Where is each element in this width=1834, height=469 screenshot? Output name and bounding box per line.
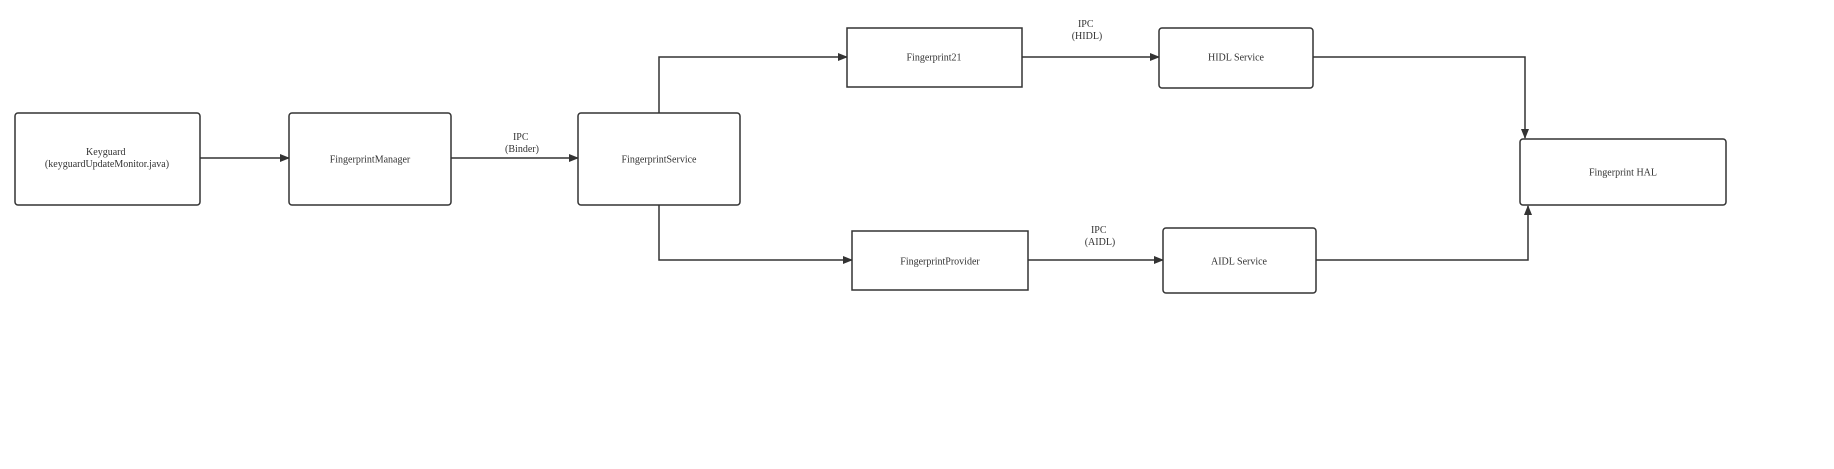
edge-label-hidl-line2: (HIDL) xyxy=(1072,31,1103,42)
edge-hidl-to-hal xyxy=(1313,56,1529,139)
edge-label-binder-line2: (Binder) xyxy=(505,144,539,155)
edge-service-to-fingerprint21 xyxy=(658,53,848,113)
node-fingerprint21-label: Fingerprint21 xyxy=(907,52,962,63)
node-keyguard-label-line2: (keyguardUpdateMonitor.java) xyxy=(45,159,169,170)
node-aidl-service-box xyxy=(1162,227,1317,294)
edge-label-binder: IPC (Binder) xyxy=(505,132,539,155)
node-fingerprint-provider: FingerprintProvider xyxy=(851,230,1029,291)
node-keyguard-label-line1: Keyguard xyxy=(86,147,125,158)
node-keyguard: Keyguard (keyguardUpdateMonitor.java) xyxy=(14,112,201,206)
node-fingerprint-hal: Fingerprint HAL xyxy=(1519,138,1727,206)
node-aidl-service: AIDL Service xyxy=(1162,227,1317,294)
node-keyguard-box xyxy=(14,112,201,206)
node-fingerprint-provider-label: FingerprintProvider xyxy=(900,256,980,267)
node-fingerprint-manager-box xyxy=(288,112,452,206)
edge-labels: IPC (Binder) IPC (HIDL) IPC (AIDL) xyxy=(505,19,1115,248)
edge-label-aidl-line1: IPC xyxy=(1091,225,1107,236)
edge-label-aidl-line2: (AIDL) xyxy=(1085,237,1116,248)
node-fingerprint-hal-label: Fingerprint HAL xyxy=(1589,167,1657,178)
node-fingerprint-manager-label: FingerprintManager xyxy=(330,154,411,165)
node-hidl-service: HIDL Service xyxy=(1158,27,1314,89)
edge-label-hidl-line1: IPC xyxy=(1078,19,1094,30)
node-hidl-service-label: HIDL Service xyxy=(1208,52,1265,63)
edge-service-to-provider xyxy=(658,205,853,264)
edge-label-hidl: IPC (HIDL) xyxy=(1072,19,1103,42)
node-keyguard-label: Keyguard (keyguardUpdateMonitor.java) xyxy=(45,147,169,170)
node-fingerprint-service-label: FingerprintService xyxy=(622,154,698,165)
edge-label-binder-line1: IPC xyxy=(513,132,529,143)
node-aidl-service-label: AIDL Service xyxy=(1211,256,1268,267)
node-fingerprint21-box xyxy=(846,27,1023,88)
node-fingerprint-provider-box xyxy=(851,230,1029,291)
edge-label-aidl: IPC (AIDL) xyxy=(1085,225,1116,248)
node-hidl-service-box xyxy=(1158,27,1314,89)
edges xyxy=(200,53,1532,264)
node-fingerprint21: Fingerprint21 xyxy=(846,27,1023,88)
node-fingerprint-hal-box xyxy=(1519,138,1727,206)
edge-aidl-to-hal xyxy=(1316,205,1532,261)
node-fingerprint-service-box xyxy=(577,112,741,206)
node-fingerprint-manager: FingerprintManager xyxy=(288,112,452,206)
node-fingerprint-service: FingerprintService xyxy=(577,112,741,206)
